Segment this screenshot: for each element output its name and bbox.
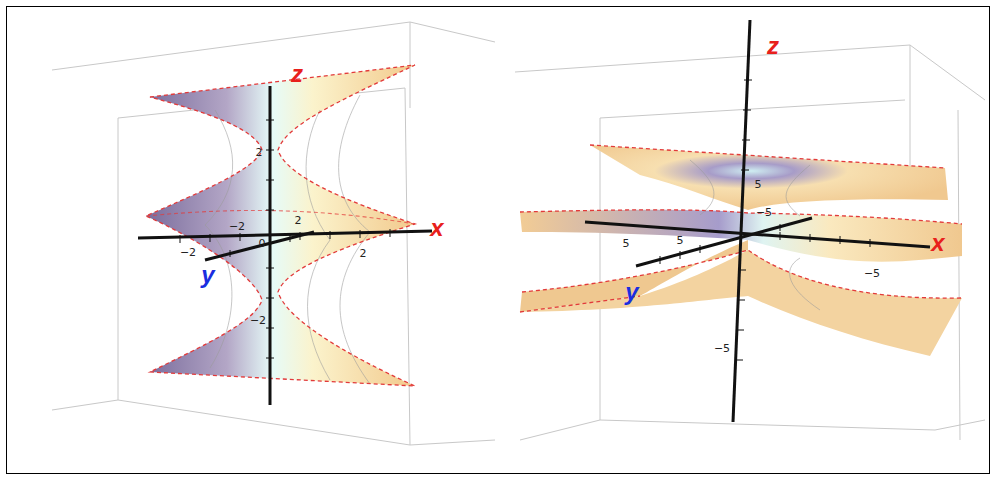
- tick-number: 0: [259, 238, 266, 249]
- tick-number: −2: [250, 315, 266, 326]
- axis-label: x: [931, 231, 944, 255]
- axis-label: y: [625, 280, 638, 304]
- bounding-box: [52, 22, 495, 445]
- tick-number: −5: [714, 343, 730, 354]
- surface-edge: [146, 65, 415, 386]
- tick-number: 2: [256, 147, 263, 158]
- tick-number: 5: [755, 179, 762, 190]
- axis-label: x: [430, 216, 443, 240]
- outer-frame: [7, 7, 990, 474]
- tick-number: 2: [295, 215, 302, 226]
- axis-label: y: [201, 263, 214, 287]
- bounding-box: [515, 45, 985, 440]
- axes: [585, 20, 930, 422]
- tick-number: 5: [623, 238, 630, 249]
- axes: [138, 86, 432, 405]
- mesh-lines: [205, 95, 370, 384]
- saddle-sheet: [590, 145, 948, 210]
- tick-number: 2: [360, 248, 367, 259]
- axis-label: z: [291, 62, 303, 86]
- tick-number: −5: [756, 207, 772, 218]
- tick-number: −2: [180, 247, 196, 258]
- surface-edge: [146, 210, 415, 224]
- axis-label: z: [767, 34, 779, 58]
- tick-number: 5: [677, 235, 684, 246]
- helicoid-surface: [146, 65, 415, 386]
- tick-number: −5: [864, 268, 880, 279]
- tick-number: −2: [229, 221, 245, 232]
